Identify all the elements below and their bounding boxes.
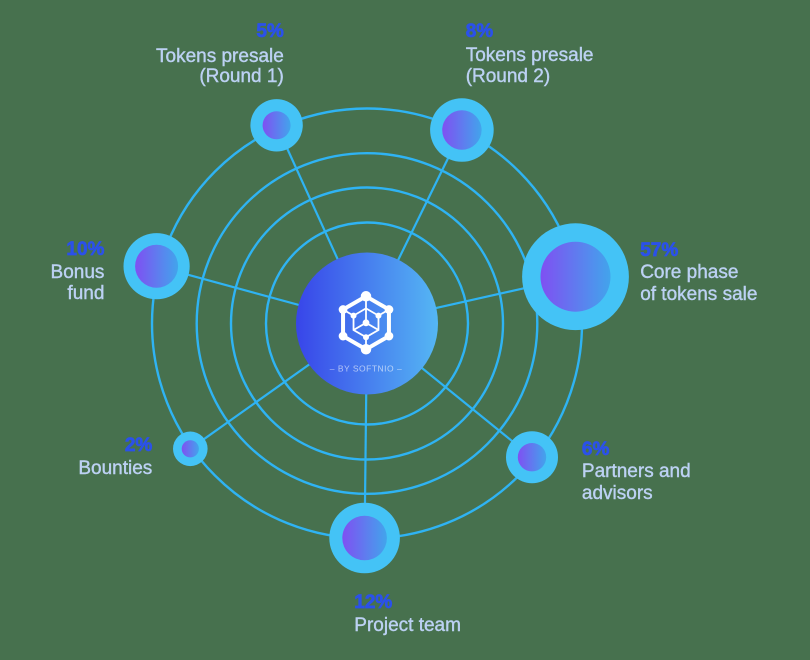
svg-text:– BY SOFTNIO –: – BY SOFTNIO – [330, 364, 403, 374]
